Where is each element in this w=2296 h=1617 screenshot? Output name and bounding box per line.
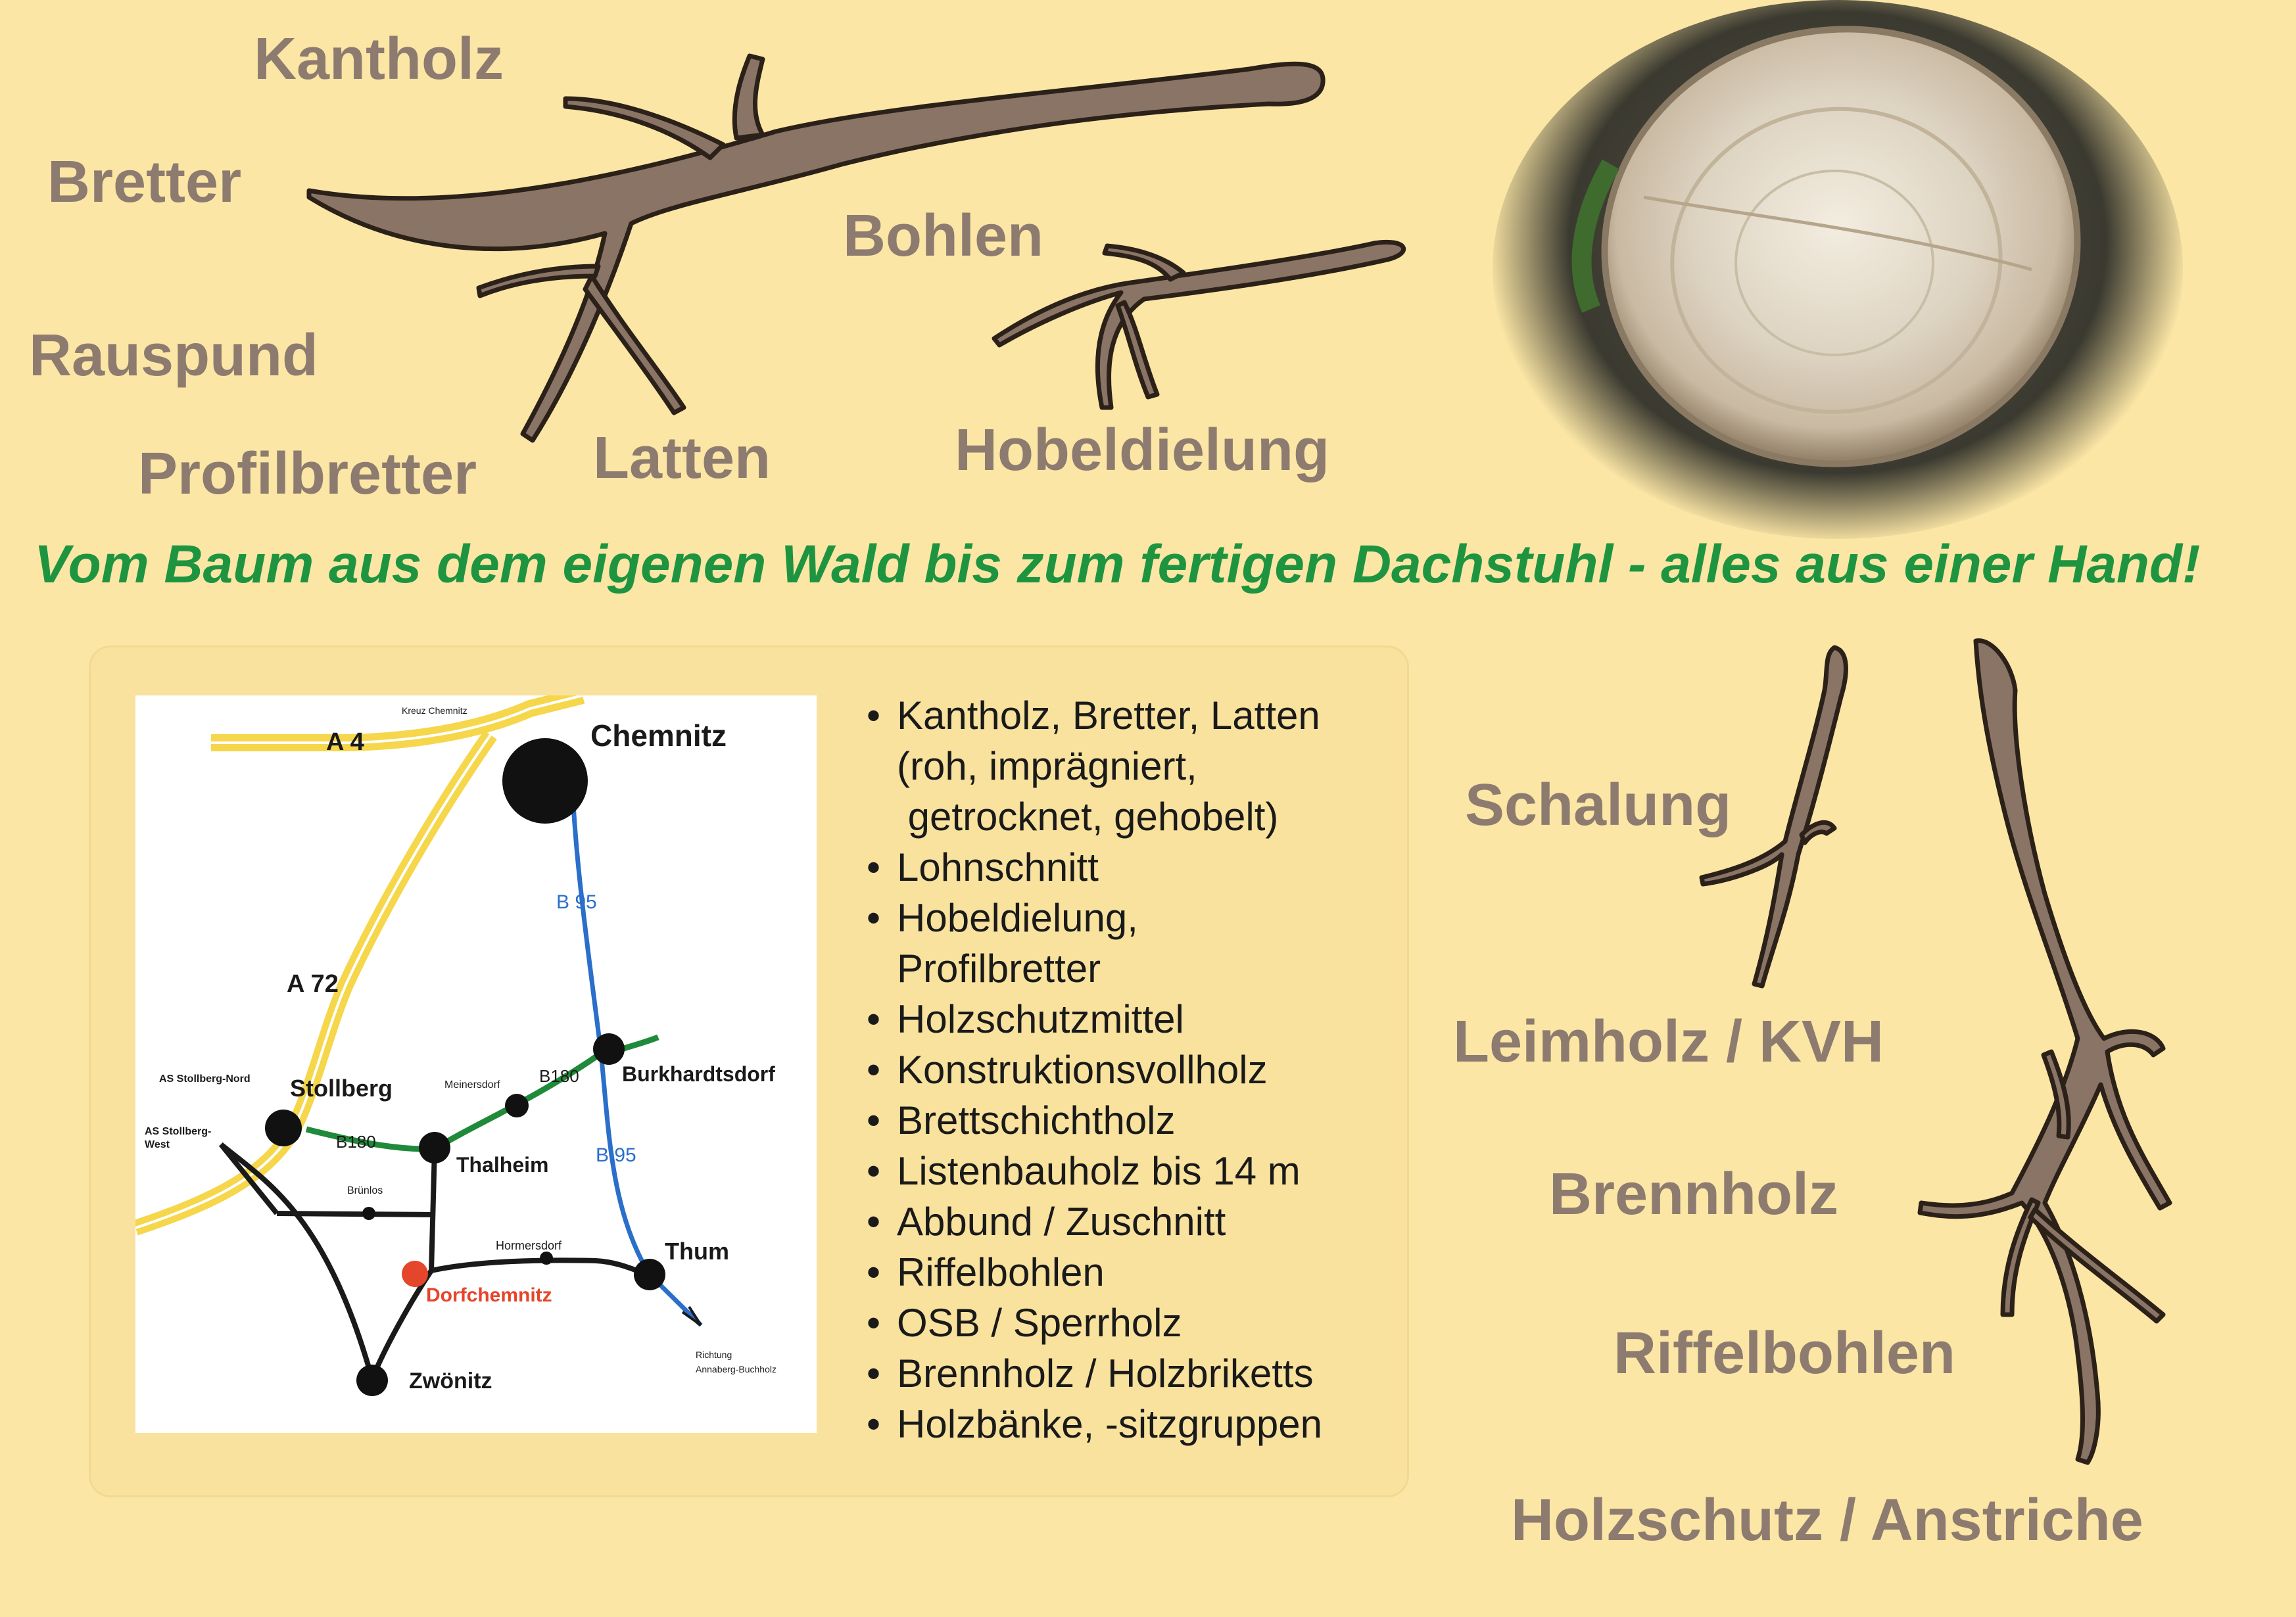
dot-meinersdorf: [505, 1094, 529, 1117]
branch-twig-right-fork: [1799, 820, 1837, 845]
branch-small: [992, 239, 1406, 410]
map-b95-top: B 95: [556, 891, 597, 913]
label-kantholz: Kantholz: [254, 26, 504, 92]
dot-thalheim: [419, 1132, 450, 1163]
dot-zwonitz: [356, 1365, 388, 1396]
label-bohlen: Bohlen: [843, 203, 1043, 269]
product-item-line: Brennholz / Holzbriketts: [897, 1351, 1314, 1395]
log-photo: [1493, 0, 2183, 539]
product-item: OSB / Sperrholz: [867, 1298, 1393, 1348]
product-item-line: Hobeldielung,: [897, 896, 1138, 940]
product-item-line: Holzschutzmittel: [897, 997, 1184, 1041]
label-leimholz: Leimholz / KVH: [1453, 1009, 1884, 1075]
product-item: Abbund / Zuschnitt: [867, 1196, 1393, 1247]
product-item-line: Konstruktionsvollholz: [897, 1048, 1268, 1092]
slogan: Vom Baum aus dem eigenen Wald bis zum fe…: [34, 534, 2201, 594]
product-item: Riffelbohlen: [867, 1247, 1393, 1298]
map-brunlos: Brünlos: [347, 1185, 383, 1196]
product-item: Lohnschnitt: [867, 842, 1393, 893]
product-item-line: Lohnschnitt: [897, 845, 1099, 889]
label-bretter: Bretter: [47, 149, 242, 215]
location-map: Kreuz Chemnitz A 4 A 72 Chemnitz B 95 B …: [135, 695, 817, 1433]
product-item-line: Holzbänke, -sitzgruppen: [897, 1402, 1323, 1446]
road-a4: [211, 695, 585, 751]
map-as-stollberg-nord: AS Stollberg-Nord: [159, 1073, 251, 1085]
label-brennholz: Brennholz: [1549, 1161, 1838, 1227]
product-item-line: Riffelbohlen: [897, 1250, 1105, 1294]
branch-large-fork-2: [563, 96, 726, 160]
branch-small-fork: [1102, 243, 1186, 282]
branch-small-fork-2: [1115, 300, 1160, 400]
dot-chemnitz: [502, 738, 588, 824]
dot-brunlos: [362, 1207, 375, 1220]
map-as-stollberg-west-2: West: [145, 1139, 170, 1150]
product-item: Holzbänke, -sitzgruppen: [867, 1399, 1393, 1449]
product-item: Brettschichtholz: [867, 1095, 1393, 1146]
product-item-line: Brettschichtholz: [897, 1098, 1176, 1142]
product-item-line: Listenbauholz bis 14 m: [897, 1149, 1301, 1193]
product-item: Brennholz / Holzbriketts: [867, 1348, 1393, 1399]
map-thalheim: Thalheim: [456, 1153, 549, 1177]
map-dorfchemnitz: Dorfchemnitz: [426, 1284, 552, 1306]
map-b180-left: B180: [336, 1132, 376, 1152]
branch-large-fork-1: [732, 53, 765, 141]
branch-tall-right-fork-2: [2028, 1207, 2166, 1324]
map-a72: A 72: [287, 970, 339, 998]
label-profilbretter: Profilbretter: [138, 441, 477, 507]
label-holzschutz: Holzschutz / Anstriche: [1511, 1488, 2143, 1553]
map-b180-right: B180: [539, 1066, 579, 1086]
branch-large-top: [306, 61, 1326, 443]
map-meinersdorf: Meinersdorf: [444, 1079, 500, 1090]
label-latten: Latten: [593, 425, 771, 491]
product-item-line: getrocknet, gehobelt): [897, 795, 1279, 839]
label-riffelbohlen: Riffelbohlen: [1614, 1321, 1955, 1386]
map-richtung-2: Annaberg-Buchholz: [696, 1364, 777, 1374]
map-burkhardtsdorf: Burkhardtsdorf: [622, 1062, 775, 1086]
dot-hormersdorf: [540, 1252, 553, 1265]
map-roads: [135, 695, 703, 1396]
map-hormersdorf: Hormersdorf: [496, 1239, 562, 1252]
product-item-line: Kantholz, Bretter, Latten: [897, 693, 1320, 738]
product-item: Kantholz, Bretter, Latten (roh, imprägnie…: [867, 690, 1393, 842]
map-a4: A 4: [326, 728, 364, 756]
product-item-line: Abbund / Zuschnitt: [897, 1200, 1226, 1244]
map-richtung-1: Richtung: [696, 1349, 732, 1360]
dot-dorfchemnitz: [402, 1261, 428, 1287]
branch-twig-right: [1699, 645, 1848, 989]
dot-thum: [634, 1259, 665, 1290]
product-item: Konstruktionsvollholz: [867, 1044, 1393, 1095]
product-item: Holzschutzmittel: [867, 994, 1393, 1044]
branch-large-fork-3: [583, 273, 686, 415]
branch-large-fork-4: [476, 264, 601, 298]
label-hobeldielung: Hobeldielung: [955, 417, 1329, 483]
product-item: Listenbauholz bis 14 m: [867, 1146, 1393, 1196]
product-item-line: OSB / Sperrholz: [897, 1301, 1182, 1345]
product-item: Hobeldielung, Profilbretter: [867, 893, 1393, 994]
log-cross-section: [1571, 26, 2081, 467]
product-list: Kantholz, Bretter, Latten (roh, imprägnie…: [867, 690, 1393, 1449]
map-thum: Thum: [665, 1238, 729, 1265]
map-kreuz-chemnitz: Kreuz Chemnitz: [402, 705, 467, 716]
branch-tall-right-fork: [2000, 1197, 2041, 1317]
map-b95-bottom: B 95: [596, 1144, 636, 1166]
branch-tall-right: [1917, 638, 2172, 1465]
map-stollberg: Stollberg: [290, 1075, 393, 1102]
map-as-stollberg-west-1: AS Stollberg-: [145, 1126, 212, 1137]
map-zwonitz: Zwönitz: [409, 1369, 492, 1394]
branch-tall-right-fork-3: [2041, 1049, 2071, 1140]
map-chemnitz: Chemnitz: [590, 718, 727, 753]
product-item-line: (roh, imprägniert,: [897, 744, 1197, 788]
dot-stollberg: [265, 1110, 302, 1146]
label-rauspund: Rauspund: [29, 323, 318, 388]
dot-burkhardtsdorf: [593, 1033, 625, 1065]
product-item-line: Profilbretter: [897, 947, 1101, 991]
label-schalung: Schalung: [1465, 772, 1732, 838]
